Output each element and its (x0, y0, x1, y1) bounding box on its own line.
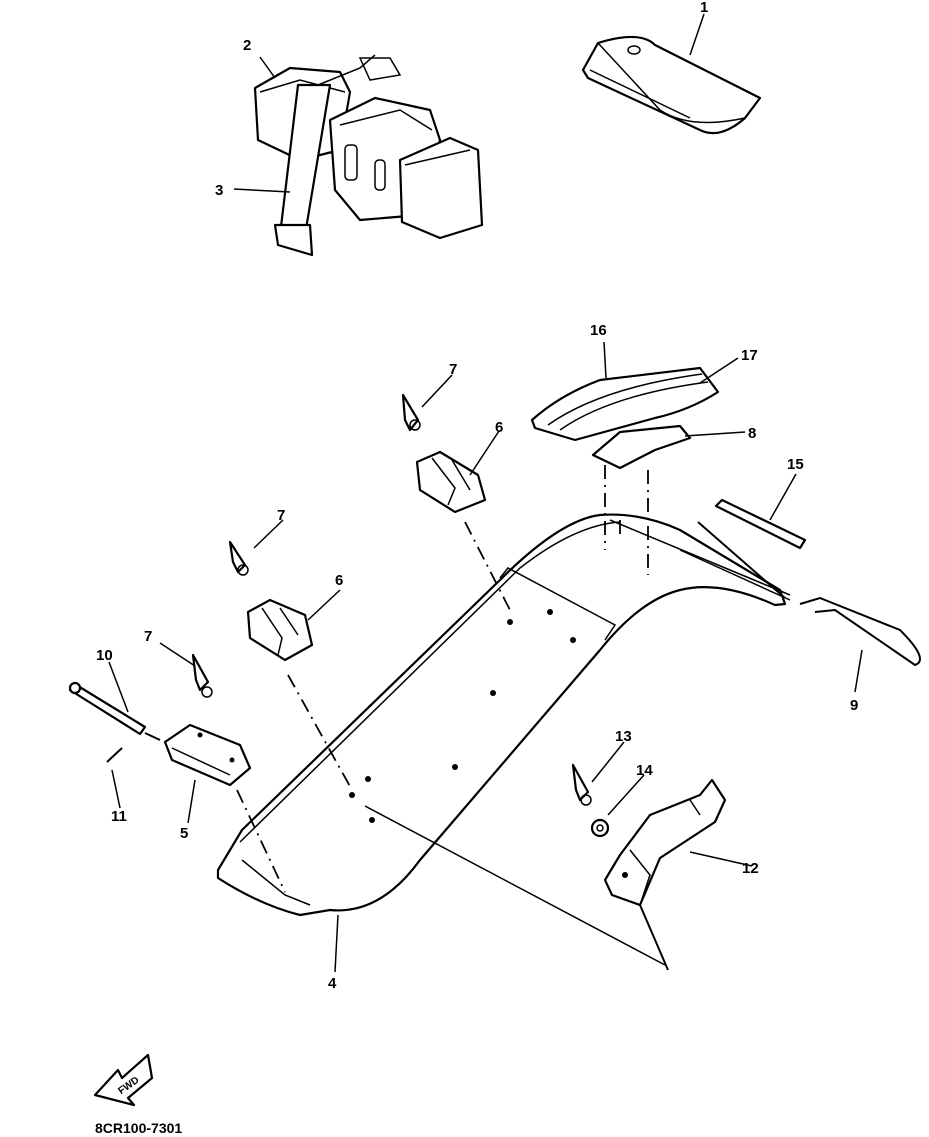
label-part-9: 9 (850, 697, 858, 714)
label-part-7-middle: 7 (277, 507, 285, 524)
label-part-13: 13 (615, 728, 632, 745)
label-part-7-upper: 7 (449, 361, 457, 378)
part-13-clip (571, 763, 592, 806)
label-part-7-lower: 7 (144, 628, 152, 645)
part-14-nut (590, 818, 610, 838)
part-8-pad (591, 424, 692, 470)
assembly-lines (144, 465, 786, 971)
part-7-clip-upper (401, 393, 421, 432)
part-11-pin (106, 747, 123, 763)
label-part-6-lower: 6 (335, 572, 343, 589)
label-part-14: 14 (636, 762, 653, 779)
label-part-12: 12 (742, 860, 759, 877)
label-part-15: 15 (787, 456, 804, 473)
label-part-17: 17 (741, 347, 758, 364)
leader-lines (108, 13, 863, 973)
label-part-3: 3 (215, 182, 223, 199)
label-part-4: 4 (328, 975, 337, 992)
part-7-clip-middle (228, 540, 249, 576)
label-part-2: 2 (243, 37, 251, 54)
part-16-17-pads (530, 366, 720, 442)
part-9-hook (799, 596, 921, 667)
label-part-16: 16 (590, 322, 607, 339)
label-part-8: 8 (748, 425, 756, 442)
part-10-bolt (68, 681, 147, 736)
front-arrow-icon: FWD (93, 1053, 154, 1107)
part-5-bracket (163, 723, 252, 787)
part-6-bracket-upper (415, 450, 487, 514)
label-part-6-upper: 6 (495, 419, 503, 436)
label-part-10: 10 (96, 647, 113, 664)
label-part-5: 5 (180, 825, 188, 842)
part-15-rod (714, 498, 807, 550)
part-6-bracket-lower (246, 598, 314, 662)
part-7-clip-lower (191, 653, 213, 698)
label-part-11: 11 (111, 808, 127, 825)
part-3-strap (273, 54, 376, 257)
part-12-bracket (603, 778, 727, 907)
part-4-tray (216, 513, 791, 966)
label-part-1: 1 (700, 0, 708, 16)
part-1-pouch (581, 35, 762, 135)
diagram-code: 8CR100-7301 (95, 1120, 182, 1136)
